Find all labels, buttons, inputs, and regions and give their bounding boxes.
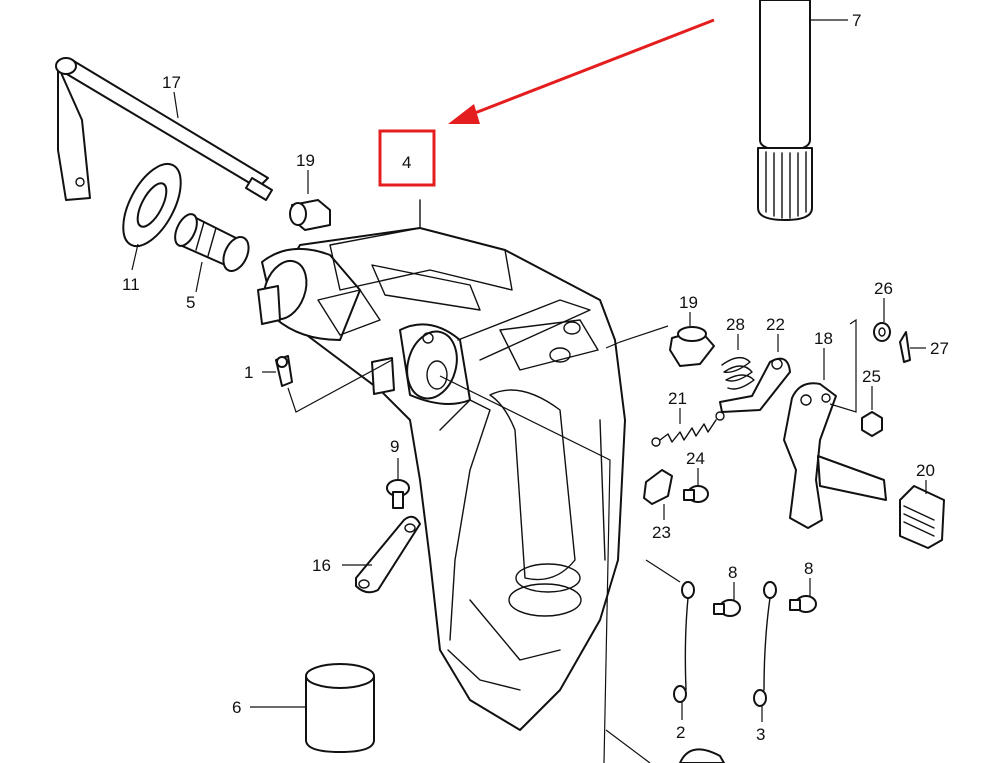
callout-8-right: 8 (804, 559, 813, 578)
part-27-cotter-pin (899, 331, 926, 363)
part-4-swivel-bracket (257, 199, 626, 731)
partial-part-bottom (679, 748, 725, 763)
callout-19-right: 19 (679, 293, 698, 312)
highlight-box (378, 129, 436, 187)
part-21-spring (651, 408, 725, 447)
part-5-bush (174, 213, 250, 272)
leader-11 (131, 243, 139, 271)
callout-26: 26 (874, 279, 893, 298)
callout-22: 22 (766, 315, 785, 334)
callout-18: 18 (814, 329, 833, 348)
part-11-washer (122, 162, 182, 248)
leader-line-center (439, 375, 611, 763)
part-25-nut (861, 386, 883, 437)
callout-6: 6 (232, 698, 241, 717)
callout-28: 28 (726, 315, 745, 334)
part-8-screw-b (789, 578, 817, 613)
callout-11: 11 (122, 275, 140, 294)
leader-line-bottom (605, 729, 651, 763)
part-7-drive-shaft (757, 0, 813, 221)
part-8-screw-a (713, 582, 741, 617)
callout-3: 3 (756, 725, 765, 744)
callout-8-left: 8 (728, 563, 737, 582)
part-24-screw (683, 468, 709, 503)
part-1-grease-nipple (262, 355, 393, 413)
callout-4: 4 (402, 153, 411, 172)
callout-19-left: 19 (296, 151, 315, 170)
callout-1: 1 (244, 363, 253, 382)
part-6-bush (250, 663, 375, 753)
callout-21: 21 (668, 389, 687, 408)
callout-23: 23 (652, 523, 671, 542)
callout-24: 24 (686, 449, 705, 468)
part-28-spring (721, 334, 755, 390)
part-9-screw (386, 458, 410, 509)
part-23-plate (643, 469, 673, 520)
part-17-shaft (55, 57, 273, 201)
part-19-bushing-right (605, 312, 715, 367)
part-16-plate (342, 515, 421, 594)
part-22-lever (719, 334, 791, 413)
part-2-ground-wire (645, 559, 695, 720)
part-19-bushing-left (289, 199, 331, 231)
leader-17 (173, 91, 179, 119)
callout-16: 16 (312, 556, 331, 575)
leader-5 (195, 261, 203, 293)
part-20-pad (899, 480, 945, 549)
callout-27: 27 (930, 339, 949, 358)
callout-7: 7 (852, 11, 861, 30)
callout-5: 5 (186, 293, 195, 312)
highlight-arrowhead (448, 104, 480, 124)
callout-25: 25 (862, 367, 881, 386)
part-26-washer (873, 298, 891, 342)
callout-2: 2 (676, 723, 685, 742)
callout-9: 9 (390, 437, 399, 456)
highlight-arrow (461, 18, 715, 120)
part-3-ground-wire (753, 581, 777, 722)
callout-20: 20 (916, 461, 935, 480)
part-18-lever (783, 318, 887, 529)
callout-17: 17 (162, 73, 181, 92)
